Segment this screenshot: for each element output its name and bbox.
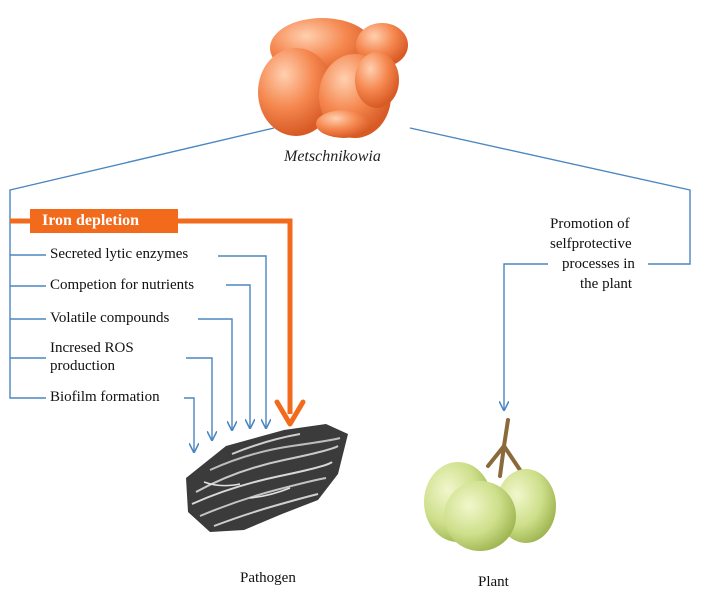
right-branch-line — [409, 127, 691, 265]
mechanism-ros-line1: Incresed ROS — [50, 340, 134, 356]
arrow-ros — [186, 357, 212, 440]
organism-name: Metschnikowia — [284, 148, 381, 165]
yeast-illustration — [258, 18, 408, 138]
plant-label: Plant — [478, 574, 509, 590]
arrow-plant — [504, 263, 548, 410]
iron-arrowhead — [274, 399, 306, 427]
iron-depletion-arrow — [178, 218, 293, 414]
arrow-biofilm — [184, 397, 194, 452]
pathogen-label: Pathogen — [240, 570, 296, 586]
arrow-competition — [226, 284, 250, 428]
arrow-secreted — [218, 255, 266, 428]
plant-effect-line3: processes in — [562, 256, 635, 272]
iron-depletion-label: Iron depletion — [30, 209, 178, 233]
plant-effect-line2: selfprotective — [550, 236, 632, 252]
mechanism-secreted-enzymes: Secreted lytic enzymes — [50, 246, 189, 262]
mechanism-biofilm: Biofilm formation — [50, 389, 160, 405]
mechanism-nutrient-competition: Competion for nutrients — [50, 277, 195, 293]
arrow-volatile — [198, 318, 232, 430]
left-branch-line — [9, 127, 275, 399]
grape-illustration — [424, 418, 556, 551]
mechanism-ros-line2: production — [50, 358, 115, 374]
pathogen-illustration — [186, 424, 348, 532]
plant-effect-line4: the plant — [580, 276, 633, 292]
mechanism-volatile-compounds: Volatile compounds — [50, 310, 170, 326]
plant-effect-line1: Promotion of — [550, 216, 630, 232]
